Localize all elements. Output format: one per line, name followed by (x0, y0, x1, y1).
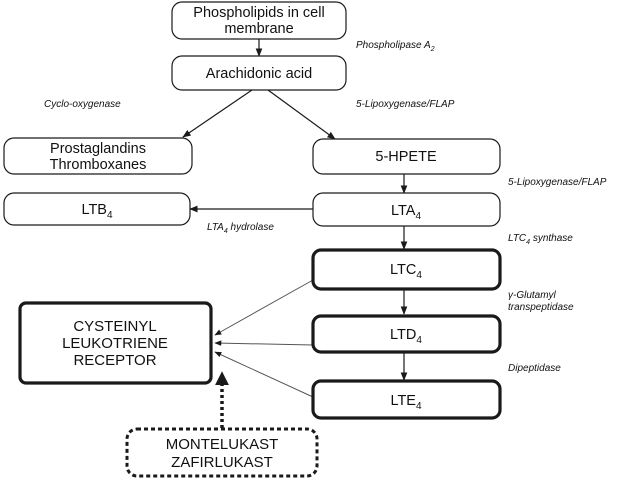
enzyme-phospholipase-base: Phospholipase A (356, 40, 431, 51)
node-phospholipids: Phospholipids in cell membrane (171, 1, 347, 40)
svg-text:LTD4: LTD4 (390, 327, 422, 346)
node-phospholipids-line1: Phospholipids in cell (193, 5, 324, 21)
node-phospholipids-line2: membrane (224, 21, 293, 37)
node-ltc4: LTC4 (311, 248, 502, 291)
arrow-arachidonic-to-hpete (267, 89, 336, 140)
enzyme-ltc4-synthase-sub: 4 (526, 239, 530, 246)
svg-text:LTC4: LTC4 (390, 262, 422, 281)
node-arachidonic-acid: Arachidonic acid (171, 55, 347, 91)
node-receptor-line1: CYSTEINYL (73, 318, 156, 335)
enzyme-lta4-hydrolase-rest: hydrolase (228, 222, 275, 233)
enzyme-dipeptidase: Dipeptidase (508, 363, 561, 374)
node-prostaglandins: Prostaglandins Thromboxanes (3, 137, 193, 175)
node-hpete-label: 5-HPETE (375, 149, 437, 165)
node-ltb4: LTB4 (3, 192, 191, 226)
arrow-ltc4-to-receptor (214, 279, 314, 336)
node-lte4-base: LTE (390, 393, 416, 409)
svg-text:LTE4: LTE4 (390, 393, 422, 412)
enzyme-gamma-glutamyl-line1: γ-Glutamyl (508, 290, 557, 301)
node-arachidonic-label: Arachidonic acid (206, 66, 312, 82)
node-drugs-line2: ZAFIRLUKAST (171, 454, 273, 471)
node-ltd4-base: LTD (390, 327, 416, 343)
node-lta4-base: LTA (391, 203, 416, 219)
enzyme-cyclooxygenase: Cyclo-oxygenase (44, 99, 121, 110)
enzyme-lta4-hydrolase: LTA4 hydrolase (207, 222, 274, 235)
svg-text:LTA4: LTA4 (391, 203, 421, 222)
enzyme-lta4-hydrolase-sub: 4 (224, 228, 228, 235)
node-ltd4: LTD4 (311, 314, 502, 354)
arrow-lte4-to-receptor (214, 351, 314, 398)
arrow-ltd4-to-receptor (214, 340, 314, 346)
arrow-arachidonic-to-prostaglandins (182, 89, 253, 138)
node-drugs: MONTELUKAST ZAFIRLUKAST (125, 427, 319, 478)
enzyme-phospholipase-sub: 2 (430, 46, 435, 53)
node-drugs-line1: MONTELUKAST (166, 436, 279, 453)
node-receptor-line2: LEUKOTRIENE (62, 335, 168, 352)
node-receptor-line3: RECEPTOR (73, 352, 156, 369)
node-lta4: LTA4 (312, 192, 501, 227)
enzyme-lta4-hydrolase-base: LTA (207, 222, 224, 233)
node-cysteinyl-receptor: CYSTEINYL LEUKOTRIENE RECEPTOR (18, 301, 213, 385)
node-ltb4-sub: 4 (107, 210, 113, 221)
enzyme-gamma-glutamyl-line2: transpeptidase (508, 302, 574, 313)
node-lte4-sub: 4 (416, 401, 422, 412)
enzyme-ltc4-synthase-base: LTC (508, 233, 527, 244)
svg-text:LTB4: LTB4 (81, 202, 113, 221)
node-lte4: LTE4 (311, 379, 502, 420)
enzyme-phospholipase: Phospholipase A2 (356, 40, 435, 53)
node-ltd4-sub: 4 (416, 335, 422, 346)
node-ltc4-base: LTC (390, 262, 416, 278)
node-5-hpete: 5-HPETE (312, 138, 501, 175)
enzyme-lipoxygenase-flap-1: 5-Lipoxygenase/FLAP (356, 99, 455, 110)
node-ltc4-sub: 4 (416, 270, 422, 281)
node-lta4-sub: 4 (415, 211, 421, 222)
enzyme-ltc4-synthase-rest: synthase (530, 233, 573, 244)
node-prostaglandins-line1: Prostaglandins (50, 141, 146, 157)
enzyme-lipoxygenase-flap-2: 5-Lipoxygenase/FLAP (508, 177, 607, 188)
node-ltb4-base: LTB (81, 202, 107, 218)
enzyme-ltc4-synthase: LTC4 synthase (508, 233, 573, 246)
node-prostaglandins-line2: Thromboxanes (50, 157, 147, 173)
